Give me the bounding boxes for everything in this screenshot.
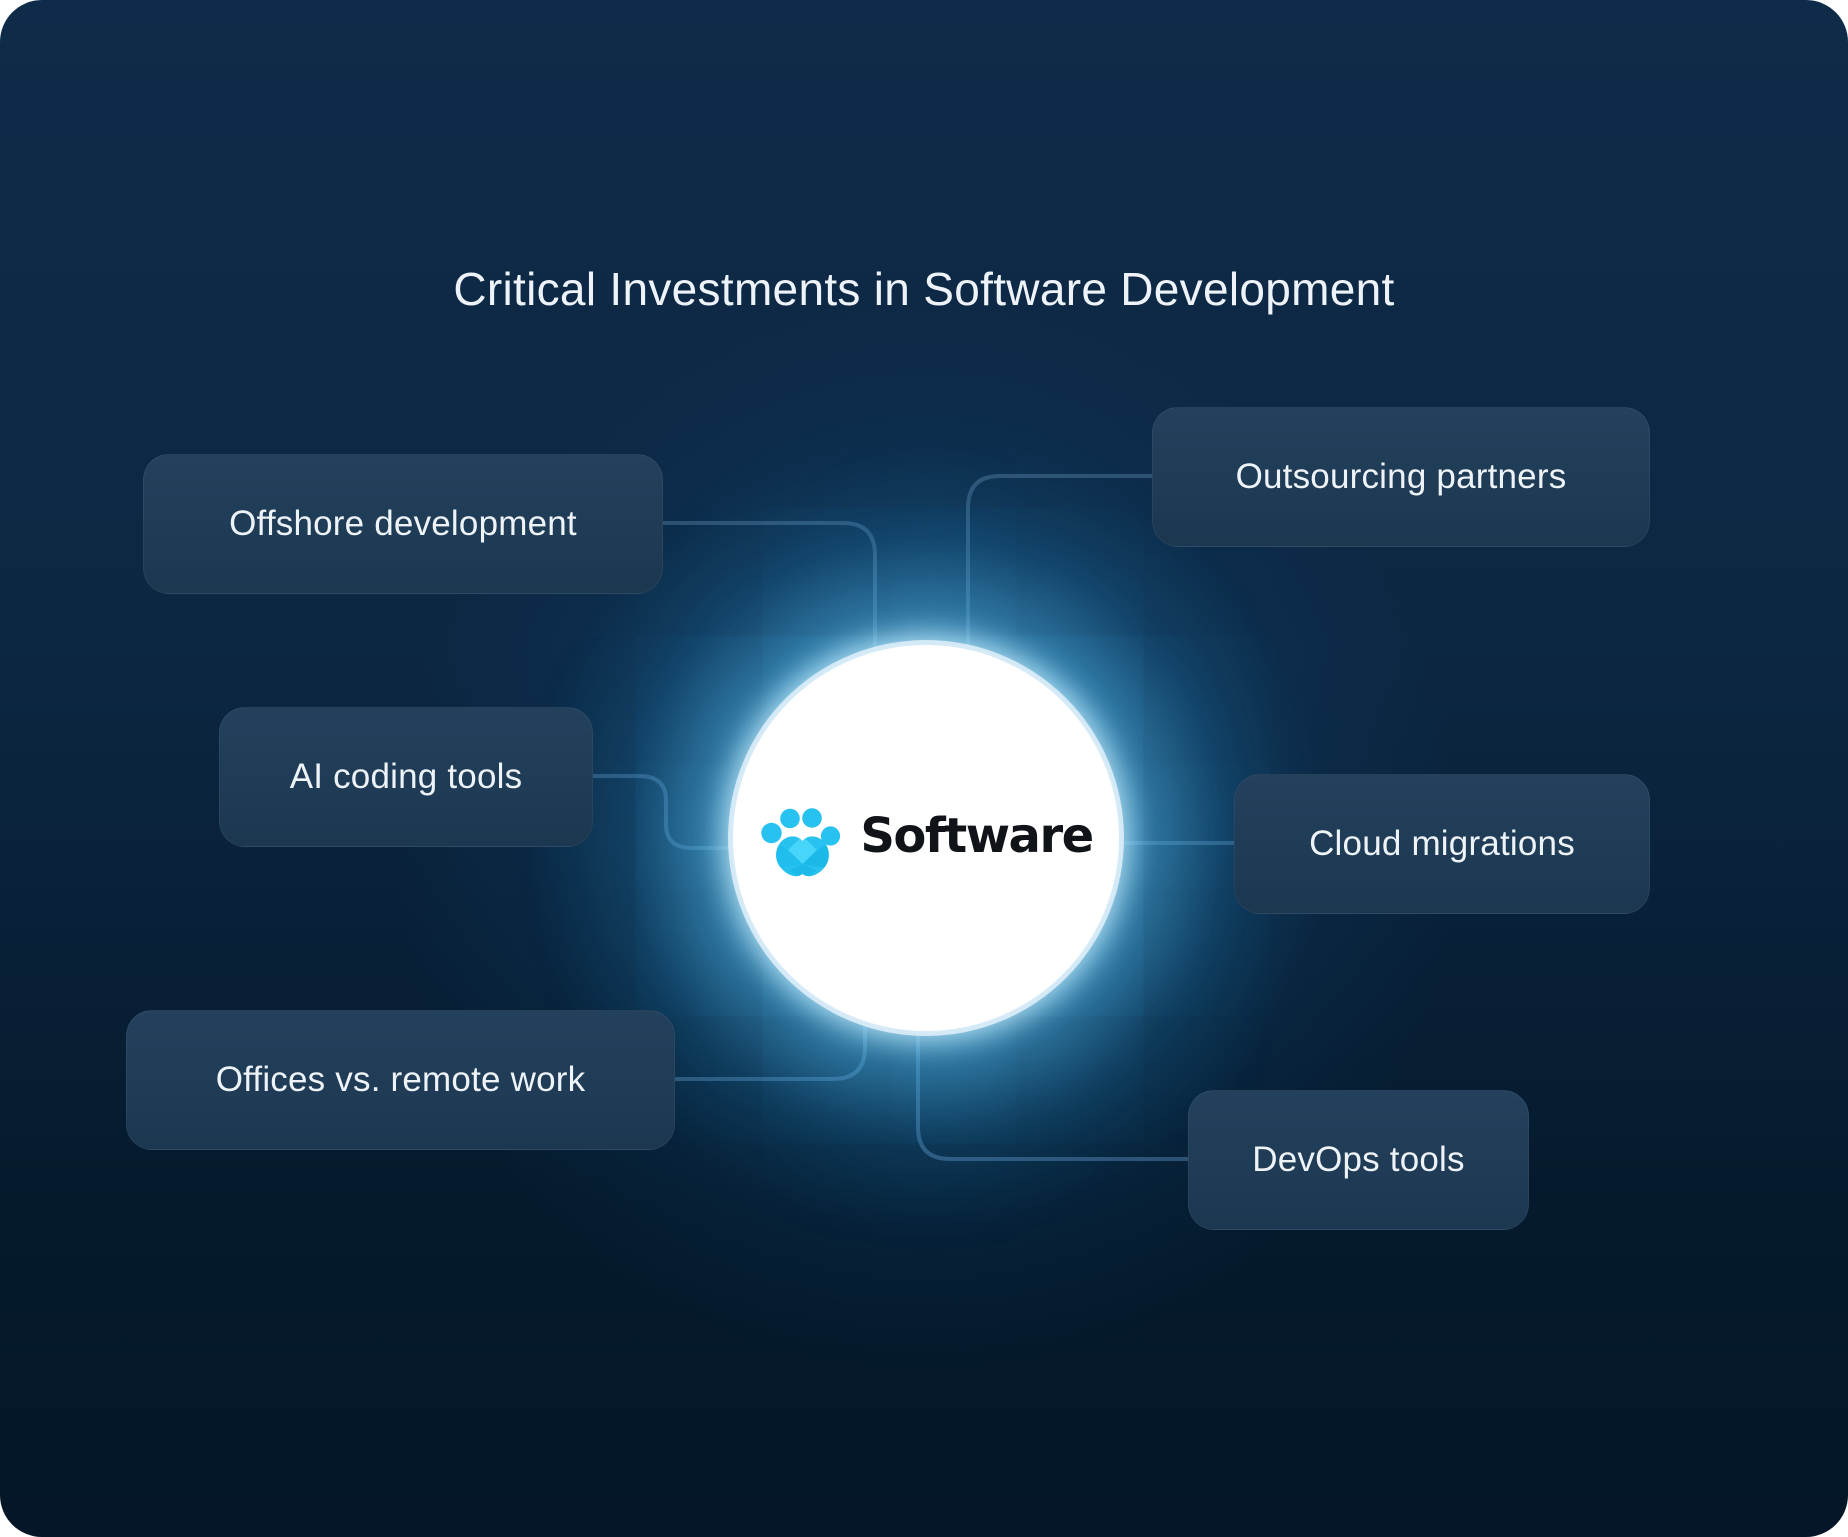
node-label: Cloud migrations — [1309, 824, 1575, 863]
node-label: Offices vs. remote work — [215, 1060, 586, 1099]
node-card-offices-vs-remote-work: Offices vs. remote work — [126, 1010, 675, 1150]
node-label: Offshore development — [229, 504, 577, 543]
connector-devops — [916, 1018, 1190, 1161]
node-label: AI coding tools — [289, 757, 523, 796]
node-label: Outsourcing partners — [1235, 457, 1567, 496]
connector-ai-coding — [589, 774, 747, 850]
node-card-cloud-migrations: Cloud migrations — [1234, 774, 1650, 914]
node-card-ai-coding-tools: AI coding tools — [219, 707, 593, 847]
center-node: Software — [733, 645, 1119, 1031]
connector-offices — [671, 1010, 867, 1081]
node-card-devops-tools: DevOps tools — [1188, 1090, 1529, 1230]
paw-icon — [761, 808, 841, 877]
connector-outsourcing — [966, 474, 1154, 667]
node-card-outsourcing-partners: Outsourcing partners — [1152, 407, 1650, 547]
brand-logo-text: Software — [860, 808, 1094, 864]
connector-offshore — [659, 521, 877, 667]
node-label: DevOps tools — [1252, 1140, 1465, 1179]
node-card-offshore-development: Offshore development — [143, 454, 663, 594]
